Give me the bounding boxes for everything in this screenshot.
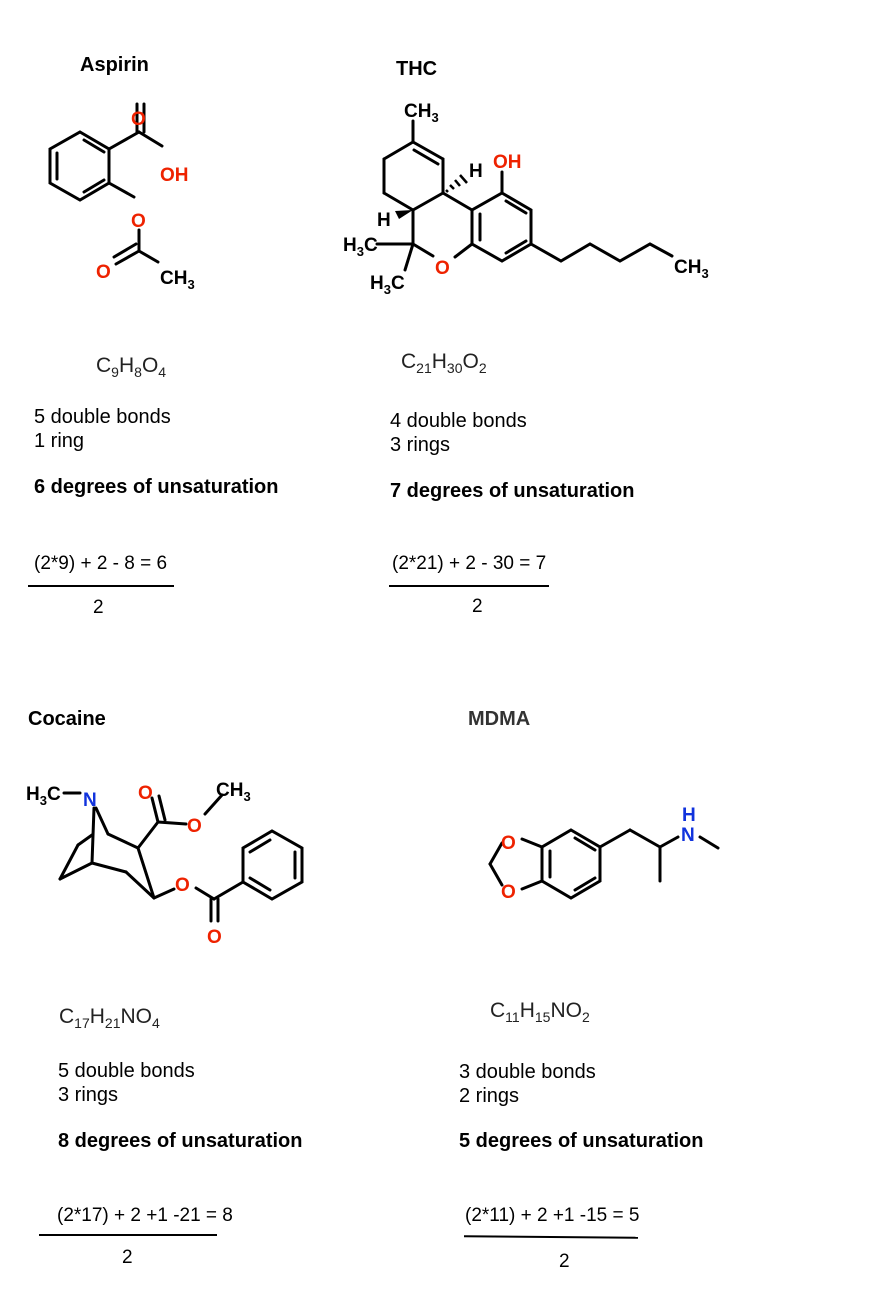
- aspirin-rings: 1 ring: [34, 430, 85, 452]
- cocaine-formula: C17H21NO4: [59, 1005, 160, 1032]
- mdma-nitrogen: N: [681, 825, 695, 846]
- cocaine-degrees: 8 degrees of unsaturation: [58, 1130, 303, 1152]
- mdma-calc: (2*11) + 2 +1 -15 = 5: [465, 1205, 640, 1226]
- aspirin-title: Aspirin: [80, 54, 149, 76]
- mdma-rings: 2 rings: [459, 1085, 520, 1107]
- cocaine-benzoate-carbonyl: O: [207, 927, 222, 948]
- thc-rings: 3 rings: [390, 434, 451, 456]
- aspirin-carbonyl-oxygen: O: [131, 109, 146, 130]
- cocaine-n-methyl-label: H3C: [26, 784, 61, 808]
- mdma-oxygen-top: O: [501, 833, 516, 854]
- mdma-degrees: 5 degrees of unsaturation: [459, 1130, 704, 1152]
- thc-methyl-bottom: H3C: [370, 273, 405, 297]
- thc-denominator: 2: [472, 596, 483, 617]
- aspirin-calc: (2*9) + 2 - 8 = 6: [34, 553, 168, 574]
- thc-methyl-chain: CH3: [674, 257, 709, 281]
- mdma-denominator: 2: [559, 1251, 570, 1272]
- cocaine-rings: 3 rings: [58, 1084, 119, 1106]
- cocaine-carbonyl-oxygen: O: [138, 783, 153, 804]
- thc-hydrogen-wedge: H: [377, 210, 391, 231]
- thc-fraction-bar: [389, 585, 549, 587]
- mdma-title: MDMA: [468, 708, 531, 730]
- cocaine-calc: (2*17) + 2 +1 -21 = 8: [57, 1205, 233, 1226]
- aspirin-denominator: 2: [93, 597, 104, 618]
- aspirin-hydroxyl-label: OH: [160, 165, 189, 186]
- thc-double-bonds: 4 double bonds: [390, 410, 527, 432]
- cocaine-ester-oxygen: O: [187, 816, 202, 837]
- thc-ring-oxygen: O: [435, 258, 450, 279]
- cocaine-fraction-bar: [39, 1234, 217, 1236]
- thc-hydroxyl-label: OH: [493, 152, 522, 173]
- aspirin-degrees: 6 degrees of unsaturation: [34, 476, 279, 498]
- cocaine-denominator: 2: [122, 1247, 133, 1268]
- aspirin-ester-oxygen: O: [131, 211, 146, 232]
- mdma-amine-hydrogen: H: [682, 805, 696, 826]
- thc-title: THC: [396, 58, 438, 80]
- aspirin-methyl-label: CH3: [160, 268, 195, 292]
- thc-formula: C21H30O2: [401, 350, 487, 377]
- aspirin-fraction-bar: [28, 585, 174, 587]
- thc-methyl-left: H3C: [343, 235, 378, 259]
- cocaine-double-bonds: 5 double bonds: [58, 1060, 195, 1082]
- thc-methyl-top: CH3: [404, 101, 439, 125]
- thc-degrees: 7 degrees of unsaturation: [390, 480, 635, 502]
- cocaine-nitrogen: N: [83, 790, 97, 811]
- mdma-double-bonds: 3 double bonds: [459, 1061, 596, 1083]
- aspirin-double-bonds: 5 double bonds: [34, 406, 171, 428]
- cocaine-methyl-label: CH3: [216, 780, 251, 804]
- cocaine-benzoate-oxygen: O: [175, 875, 190, 896]
- thc-hydrogen-top: H: [469, 161, 483, 182]
- aspirin-acetyl-oxygen: O: [96, 262, 111, 283]
- thc-calc: (2*21) + 2 - 30 = 7: [392, 553, 547, 574]
- mdma-oxygen-bottom: O: [501, 882, 516, 903]
- aspirin-formula: C9H8O4: [96, 354, 167, 381]
- cocaine-title: Cocaine: [28, 708, 106, 730]
- mdma-formula: C11H15NO2: [490, 999, 590, 1026]
